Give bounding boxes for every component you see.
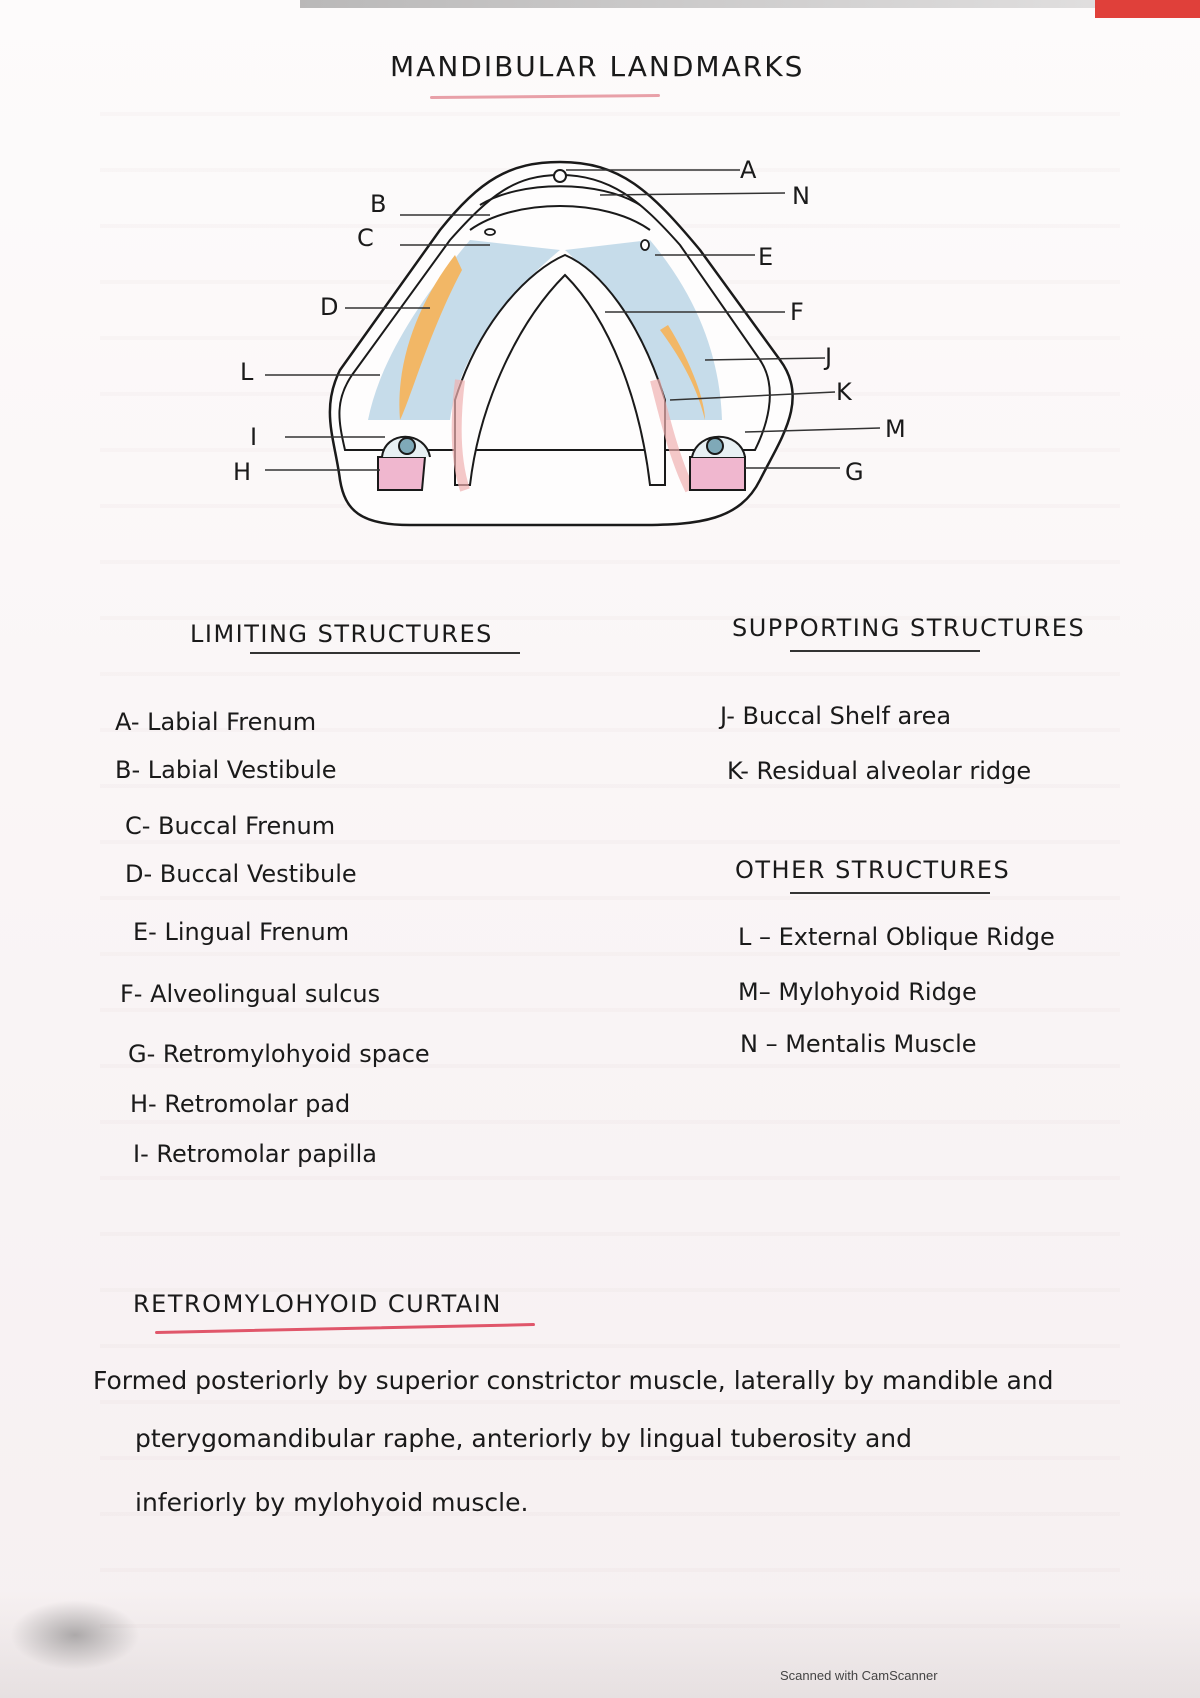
scan-bottom-shadow [0, 1590, 1200, 1698]
lingual-frenum-mark [640, 239, 650, 251]
label-L: L [240, 358, 254, 386]
other-item-n: N – Mentalis Muscle [740, 1030, 977, 1058]
limiting-heading: LIMITING STRUCTURES [190, 620, 493, 648]
label-C: C [357, 224, 374, 252]
retromolar-pad-left [377, 456, 427, 491]
limiting-item-f: F- Alveolingual sulcus [120, 980, 381, 1008]
page-title: MANDIBULAR LANDMARKS [390, 50, 805, 83]
scan-red-corner [1095, 0, 1200, 18]
labial-frenum-mark [553, 169, 567, 183]
label-N: N [792, 182, 810, 210]
limiting-heading-underline [250, 652, 520, 654]
label-F: F [790, 298, 804, 326]
label-I: I [250, 423, 257, 451]
limiting-item-d: D- Buccal Vestibule [125, 860, 357, 888]
other-item-l: L – External Oblique Ridge [738, 923, 1055, 951]
label-E: E [758, 243, 773, 271]
retromolar-papilla-right [706, 437, 724, 455]
label-D: D [320, 293, 338, 321]
label-M: M [885, 415, 906, 443]
limiting-item-a: A- Labial Frenum [115, 708, 317, 736]
limiting-item-e: E- Lingual Frenum [133, 918, 350, 946]
labial-vestibule-band [479, 185, 641, 206]
label-G: G [845, 458, 864, 486]
label-K: K [836, 378, 853, 406]
limiting-item-g: G- Retromylohyoid space [128, 1040, 430, 1068]
supporting-item-k: K- Residual alveolar ridge [727, 757, 1032, 785]
other-heading: OTHER STRUCTURES [735, 856, 1011, 884]
buccal-shelf-left [399, 255, 462, 420]
scan-top-edge [300, 0, 1100, 8]
label-H: H [233, 458, 251, 486]
mandible-inner-outline [338, 173, 771, 451]
retromolar-pad-right [689, 456, 746, 491]
retromylohyoid-line-3: inferiorly by mylohyoid muscle. [135, 1488, 529, 1517]
limiting-item-i: I- Retromolar papilla [133, 1140, 377, 1168]
retromylohyoid-line-1: Formed posteriorly by superior constrict… [93, 1366, 1054, 1395]
limiting-item-b: B- Labial Vestibule [115, 756, 337, 784]
label-B: B [370, 190, 386, 218]
alveolingual-shade-left [451, 379, 470, 492]
buccal-shelf-right [660, 325, 705, 420]
label-J: J [823, 343, 832, 371]
scanner-watermark: Scanned with CamScanner [780, 1668, 938, 1683]
other-heading-underline [790, 892, 990, 894]
limiting-item-c: C- Buccal Frenum [125, 812, 336, 840]
scan-thumb-shadow [10, 1600, 140, 1670]
retromolar-papilla-left [398, 437, 416, 455]
limiting-item-h: H- Retromolar pad [130, 1090, 351, 1118]
supporting-heading-underline [790, 650, 980, 652]
leader-lines [265, 169, 881, 471]
mandible-outer-outline [328, 160, 794, 527]
supporting-item-j: J- Buccal Shelf area [720, 702, 952, 730]
label-A: A [740, 156, 757, 184]
supporting-heading: SUPPORTING STRUCTURES [732, 614, 1086, 642]
labial-vestibule-band-2 [469, 205, 651, 231]
buccal-frenum-mark [484, 228, 496, 236]
alveolingual-shade-right [650, 378, 695, 493]
retromylohyoid-line-2: pterygomandibular raphe, anteriorly by l… [135, 1424, 912, 1453]
retromylohyoid-heading: RETROMYLOHYOID CURTAIN [133, 1290, 502, 1318]
other-item-m: M– Mylohyoid Ridge [738, 978, 977, 1006]
